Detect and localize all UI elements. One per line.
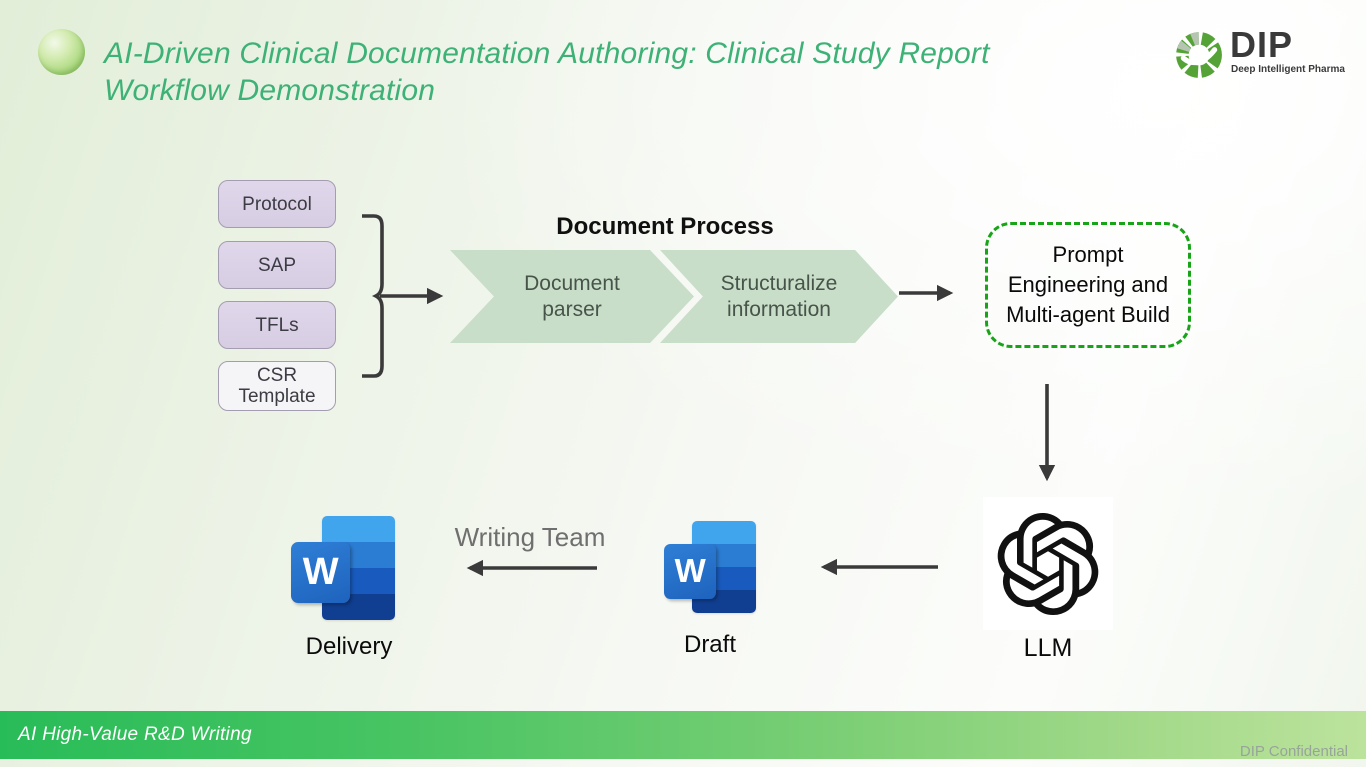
llm-node bbox=[983, 497, 1113, 630]
chevron-document-parser: Document parser bbox=[450, 250, 694, 343]
prompt-engineering-box: Prompt Engineering and Multi-agent Build bbox=[985, 222, 1191, 348]
page-title-line1: AI-Driven Clinical Documentation Authori… bbox=[104, 37, 990, 70]
dip-logo: DIP Deep Intelligent Pharma bbox=[1174, 20, 1352, 86]
word-w-tile: W bbox=[291, 541, 351, 604]
word-icon-delivery: W bbox=[291, 516, 395, 624]
chevron-structuralize-information: Structuralize information bbox=[660, 250, 898, 343]
footer-tagline: AI High-Value R&D Writing bbox=[18, 724, 252, 745]
source-box-csr-template: CSR Template bbox=[218, 361, 336, 411]
openai-logo-icon bbox=[997, 512, 1099, 615]
delivery-label: Delivery bbox=[305, 633, 393, 660]
draft-label: Draft bbox=[683, 631, 736, 658]
source-box-protocol: Protocol bbox=[218, 180, 336, 228]
confidential-label: DIP Confidential bbox=[1239, 743, 1348, 760]
prompt-engineering-label: Prompt Engineering and Multi-agent Build bbox=[1006, 242, 1170, 327]
source-box-tfls: TFLs bbox=[218, 301, 336, 349]
writing-team-label: Writing Team bbox=[454, 522, 606, 552]
source-box-sap: SAP bbox=[218, 241, 336, 289]
document-process-heading: Document Process bbox=[556, 213, 774, 240]
page-title-line2: Workflow Demonstration bbox=[104, 74, 436, 107]
page-title: AI-Driven Clinical Documentation Authori… bbox=[104, 35, 1164, 109]
brace-connector bbox=[362, 214, 384, 378]
dip-logo-name: DIP bbox=[1230, 24, 1294, 65]
dip-logo-tagline: Deep Intelligent Pharma bbox=[1231, 64, 1345, 75]
word-icon-draft: W bbox=[664, 521, 756, 617]
green-sphere-bullet-icon bbox=[38, 29, 85, 75]
chevron-label: Document parser bbox=[524, 271, 620, 321]
llm-label: LLM bbox=[1023, 634, 1073, 662]
dip-ring-icon bbox=[1176, 32, 1222, 78]
chevron-label: Structuralize information bbox=[720, 271, 838, 321]
word-w-tile: W bbox=[664, 544, 717, 599]
footer-bar: AI High-Value R&D Writing bbox=[0, 711, 1366, 759]
